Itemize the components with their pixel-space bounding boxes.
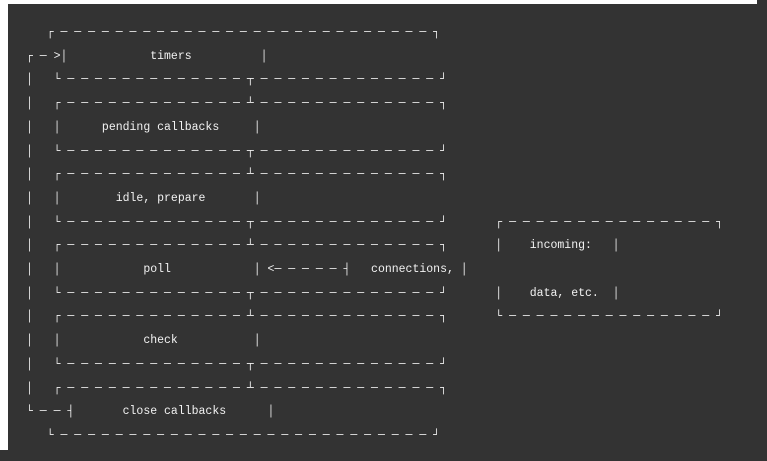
event-loop-diagram: ┌ ─ ─ ─ ─ ─ ─ ─ ─ ─ ─ ─ ─ ─ ─ ─ ─ ─ ─ ─ … — [26, 26, 724, 442]
desktop-sliver-left — [0, 0, 8, 450]
desktop-sliver-top — [0, 0, 757, 4]
